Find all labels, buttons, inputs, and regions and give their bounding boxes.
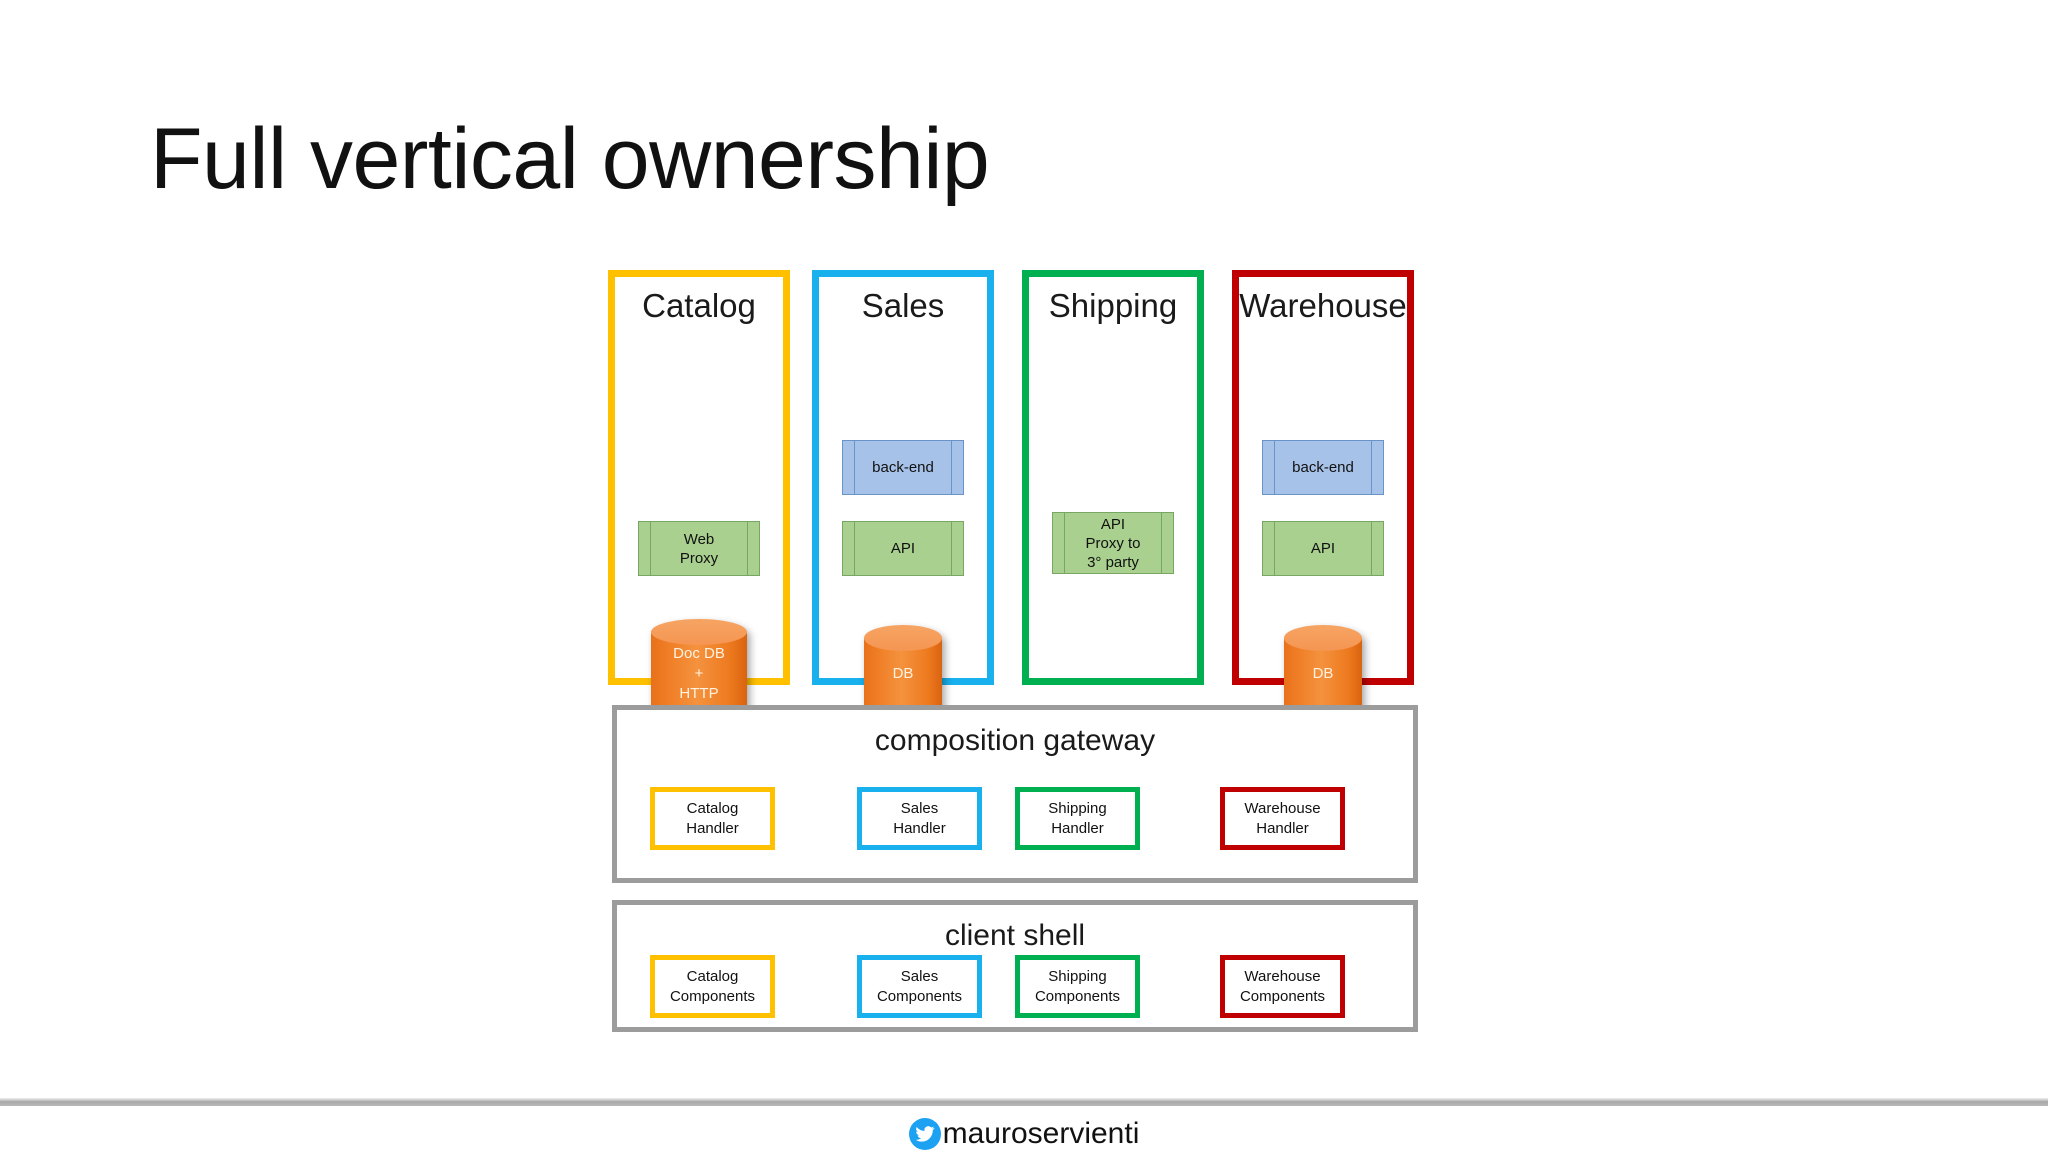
process-bar-right <box>747 522 748 575</box>
backend-box-warehouse: back-end <box>1262 440 1384 495</box>
process-bar-left <box>1274 522 1275 575</box>
process-bar-left <box>854 441 855 494</box>
database-label: Doc DB+HTTP <box>673 645 725 702</box>
cylinder-top <box>1284 625 1362 651</box>
process-bar-right <box>1161 513 1162 573</box>
process-bar-left <box>650 522 651 575</box>
vertical-column-warehouse: Warehouse DB back-end API <box>1232 270 1414 723</box>
process-bar-right <box>1371 441 1372 494</box>
cylinder-top <box>651 619 747 645</box>
database-label: DB <box>892 665 914 682</box>
vertical-column-title: Catalog <box>642 287 756 324</box>
backend-label: back-end <box>1292 459 1354 476</box>
footer-handle: mauroservienti <box>942 1117 1140 1150</box>
page-title: Full vertical ownership <box>150 111 990 207</box>
process-bar-right <box>1371 522 1372 575</box>
twitter-icon <box>908 1118 941 1150</box>
cylinder-body <box>651 632 747 716</box>
vertical-column-title: Warehouse <box>1239 287 1407 324</box>
process-bar-left <box>854 522 855 575</box>
api-label: API <box>890 540 916 557</box>
composition-gateway-title: composition gateway <box>874 724 1156 757</box>
footer-divider <box>0 1098 2048 1106</box>
footer: mauroservienti <box>0 1118 2048 1150</box>
process-bar-left <box>1274 441 1275 494</box>
process-bar-right <box>951 441 952 494</box>
vertical-column-title: Shipping <box>1048 287 1178 324</box>
process-bar-right <box>951 522 952 575</box>
client-shell-title: client shell <box>944 919 1086 952</box>
backend-box-sales: back-end <box>842 440 964 495</box>
api-label: API <box>1310 540 1336 557</box>
process-bar-left <box>1064 513 1065 573</box>
vertical-column-sales: Sales DB back-end API <box>812 270 994 723</box>
cylinder-top <box>864 625 942 651</box>
api-box-sales: API <box>842 521 964 576</box>
vertical-column-title: Sales <box>861 287 945 324</box>
api-box-warehouse: API <box>1262 521 1384 576</box>
database-label: DB <box>1312 665 1334 682</box>
backend-label: back-end <box>872 459 934 476</box>
